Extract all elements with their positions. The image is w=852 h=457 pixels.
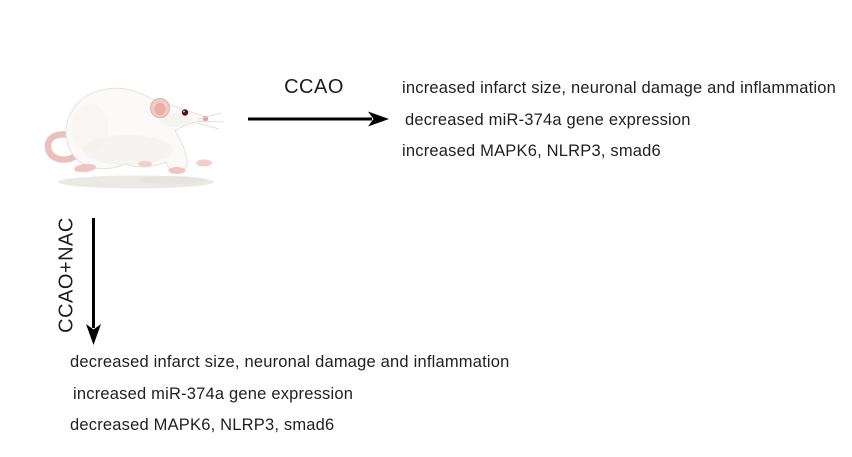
rat-whiskers <box>196 112 225 130</box>
ccao-nac-outcome-3: decreased MAPK6, NLRP3, smad6 <box>70 416 335 435</box>
rat-eye <box>181 109 189 116</box>
ccao-nac-outcome-list: decreased infarct size, neuronal damage … <box>70 347 510 442</box>
ccao-nac-outcome-2: increased miR-374a gene expression <box>73 384 354 403</box>
rat-front-paw <box>196 159 212 167</box>
ccao-outcome-3: increased MAPK6, NLRP3, smad6 <box>402 142 661 161</box>
ccao-nac-down-arrow <box>86 218 101 345</box>
ccao-label: CCAO <box>284 76 344 98</box>
ccao-nac-label: CCAO+NAC <box>55 217 78 333</box>
ccao-right-arrow <box>248 111 389 127</box>
lab-rat-image <box>44 87 225 189</box>
ccao-outcome-list: increased infarct size, neuronal damage … <box>402 73 836 168</box>
rat-hind-foot <box>74 163 96 173</box>
ccao-outcome-1: increased infarct size, neuronal damage … <box>402 79 837 98</box>
ccao-nac-outcome-1: decreased infarct size, neuronal damage … <box>70 353 510 372</box>
ccao-outcome-2: decreased miR-374a gene expression <box>405 110 691 129</box>
rat-front-foot <box>168 167 186 174</box>
